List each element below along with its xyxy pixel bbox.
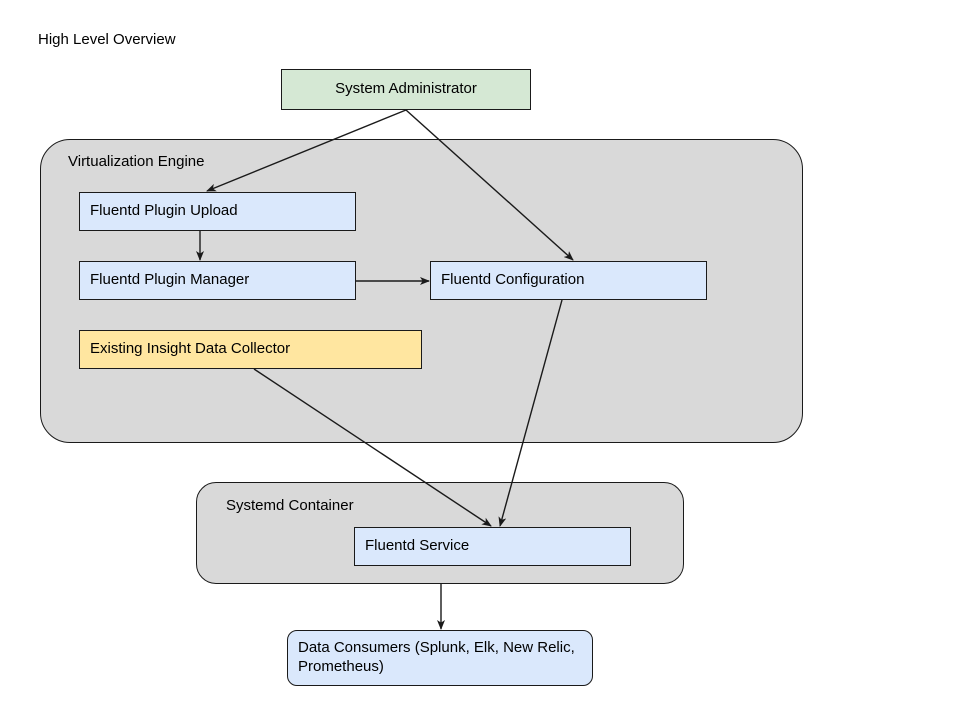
node-label-fluentd-plugin-manager: Fluentd Plugin Manager	[90, 271, 250, 289]
node-existing-insight-data-collector[interactable]: Existing Insight Data Collector	[79, 330, 422, 369]
node-system-administrator[interactable]: System Administrator	[281, 69, 531, 110]
node-label-existing-insight-data-collector: Existing Insight Data Collector	[90, 340, 291, 358]
node-label-fluentd-configuration: Fluentd Configuration	[441, 271, 585, 289]
node-label-fluentd-plugin-upload: Fluentd Plugin Upload	[90, 202, 238, 220]
node-label-system-administrator: System Administrator	[335, 80, 477, 98]
node-fluentd-plugin-upload[interactable]: Fluentd Plugin Upload	[79, 192, 356, 231]
container-label-systemd-container: Systemd Container	[226, 497, 354, 514]
node-label-fluentd-service: Fluentd Service	[365, 537, 470, 555]
node-fluentd-configuration[interactable]: Fluentd Configuration	[430, 261, 707, 300]
container-label-virtualization-engine: Virtualization Engine	[68, 153, 205, 170]
node-fluentd-plugin-manager[interactable]: Fluentd Plugin Manager	[79, 261, 356, 300]
page-title: High Level Overview	[38, 31, 176, 48]
node-data-consumers[interactable]: Data Consumers (Splunk, Elk, New Relic, …	[287, 630, 593, 686]
node-fluentd-service[interactable]: Fluentd Service	[354, 527, 631, 566]
node-label-data-consumers: Data Consumers (Splunk, Elk, New Relic, …	[298, 639, 575, 675]
